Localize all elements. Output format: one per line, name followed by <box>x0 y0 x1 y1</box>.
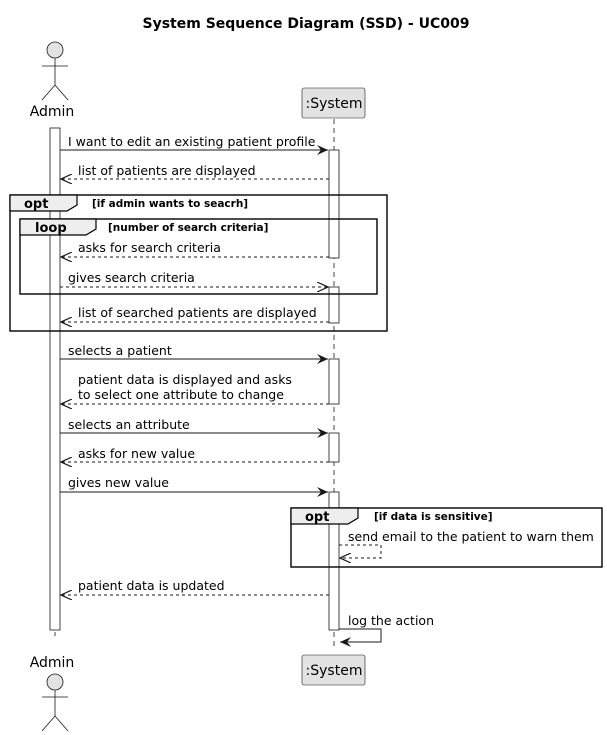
message-label: gives new value <box>68 475 169 490</box>
system-label-bottom: :System <box>306 663 363 679</box>
message-label: list of patients are displayed <box>78 163 256 178</box>
system-label-top: :System <box>306 96 363 112</box>
message-label: selects a patient <box>68 343 172 358</box>
admin-label-top: Admin <box>30 104 75 120</box>
admin-actor-top <box>41 41 69 101</box>
message-label: asks for search criteria <box>78 240 221 255</box>
message-label: send email to the patient to warn them <box>348 529 594 544</box>
system-box-top <box>301 87 366 119</box>
self-reply-arrow <box>339 544 382 558</box>
message-label: I want to edit an existing patient profi… <box>68 134 316 149</box>
system-activation <box>328 358 340 405</box>
fragment-opt-sensitive: opt [if data is sensitive] <box>290 507 603 568</box>
system-activation <box>328 432 340 463</box>
message-label: patient data is updated <box>78 578 225 593</box>
system-activation <box>328 286 340 324</box>
fragment-guard: [if admin wants to seacrh] <box>92 198 248 210</box>
admin-label-bottom: Admin <box>30 655 75 671</box>
message-label: log the action <box>348 613 434 628</box>
diagram-title: System Sequence Diagram (SSD) - UC009 <box>143 16 470 32</box>
system-box-bottom <box>301 654 366 686</box>
message-label: selects an attribute <box>68 417 190 432</box>
message-label: asks for new value <box>78 446 195 461</box>
fragment-keyword: loop <box>35 221 67 236</box>
self-message-arrow <box>339 628 382 647</box>
message-label: gives search criteria <box>68 270 195 285</box>
message-label: patient data is displayed and asks to se… <box>78 372 296 402</box>
fragment-guard: [if data is sensitive] <box>374 511 493 523</box>
fragment-loop: loop [number of search criteria] <box>19 218 378 295</box>
fragment-guard: [number of search criteria] <box>108 222 268 234</box>
message-label: list of searched patients are displayed <box>78 305 317 320</box>
admin-activation <box>49 127 61 631</box>
fragment-keyword: opt <box>305 510 329 525</box>
fragment-opt-search: opt [if admin wants to seacrh] <box>9 194 388 332</box>
admin-actor-bottom <box>41 673 69 732</box>
fragment-keyword: opt <box>24 197 48 212</box>
system-activation <box>328 149 340 259</box>
